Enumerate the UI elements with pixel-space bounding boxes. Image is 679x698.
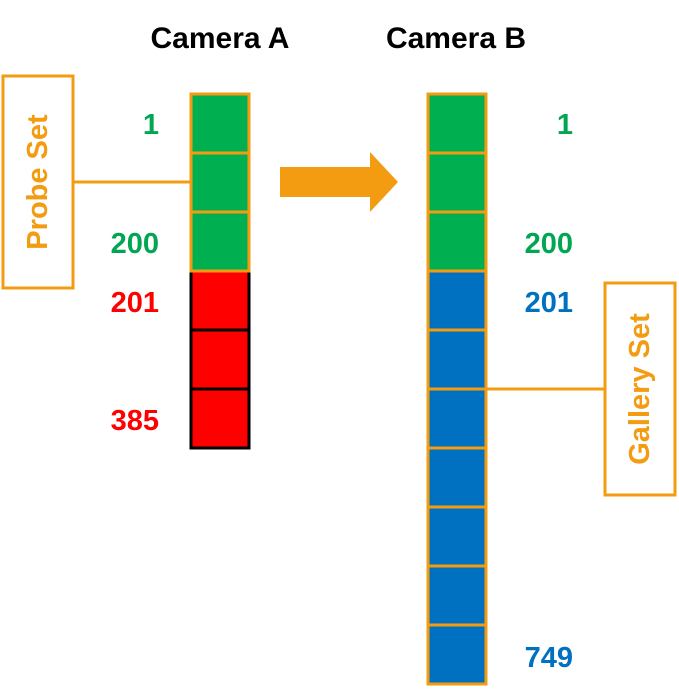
camera-b-cell bbox=[426, 623, 488, 686]
camera-a-cell bbox=[189, 328, 251, 391]
camera-b-cell bbox=[426, 210, 488, 273]
camera-a-probe-outline bbox=[189, 92, 251, 273]
camera-a-label: 385 bbox=[111, 405, 159, 437]
probe-set-label: Probe Set bbox=[22, 114, 54, 250]
gallery-set-box bbox=[603, 281, 677, 497]
camera-a-label: 200 bbox=[111, 228, 159, 260]
camera-b-label: 749 bbox=[525, 642, 573, 674]
camera-b-column bbox=[426, 92, 488, 686]
right-arrow-icon bbox=[280, 152, 398, 212]
camera-a-label: 1 bbox=[143, 109, 159, 141]
camera-a-cell bbox=[189, 92, 251, 155]
camera-b-label: 1 bbox=[557, 109, 573, 141]
camera-a-title: Camera A bbox=[151, 22, 290, 55]
camera-b-cell bbox=[426, 446, 488, 509]
camera-b-cell bbox=[426, 151, 488, 214]
camera-a-column bbox=[189, 92, 251, 450]
camera-b-cell bbox=[426, 387, 488, 450]
camera-a-cell bbox=[189, 151, 251, 214]
camera-a-label: 201 bbox=[111, 287, 159, 319]
camera-b-cell bbox=[426, 92, 488, 155]
camera-b-cell bbox=[426, 269, 488, 332]
camera-b-cell bbox=[426, 564, 488, 627]
camera-b-title: Camera B bbox=[386, 22, 526, 55]
camera-a-cell bbox=[189, 210, 251, 273]
camera-b-label: 201 bbox=[525, 287, 573, 319]
camera-a-cell bbox=[189, 387, 251, 450]
camera-b-cell bbox=[426, 328, 488, 391]
camera-b-cell bbox=[426, 505, 488, 568]
camera-b-label: 200 bbox=[525, 228, 573, 260]
gallery-set-label: Gallery Set bbox=[624, 313, 656, 465]
camera-a-cell bbox=[189, 269, 251, 332]
probe-set-box bbox=[1, 74, 75, 290]
